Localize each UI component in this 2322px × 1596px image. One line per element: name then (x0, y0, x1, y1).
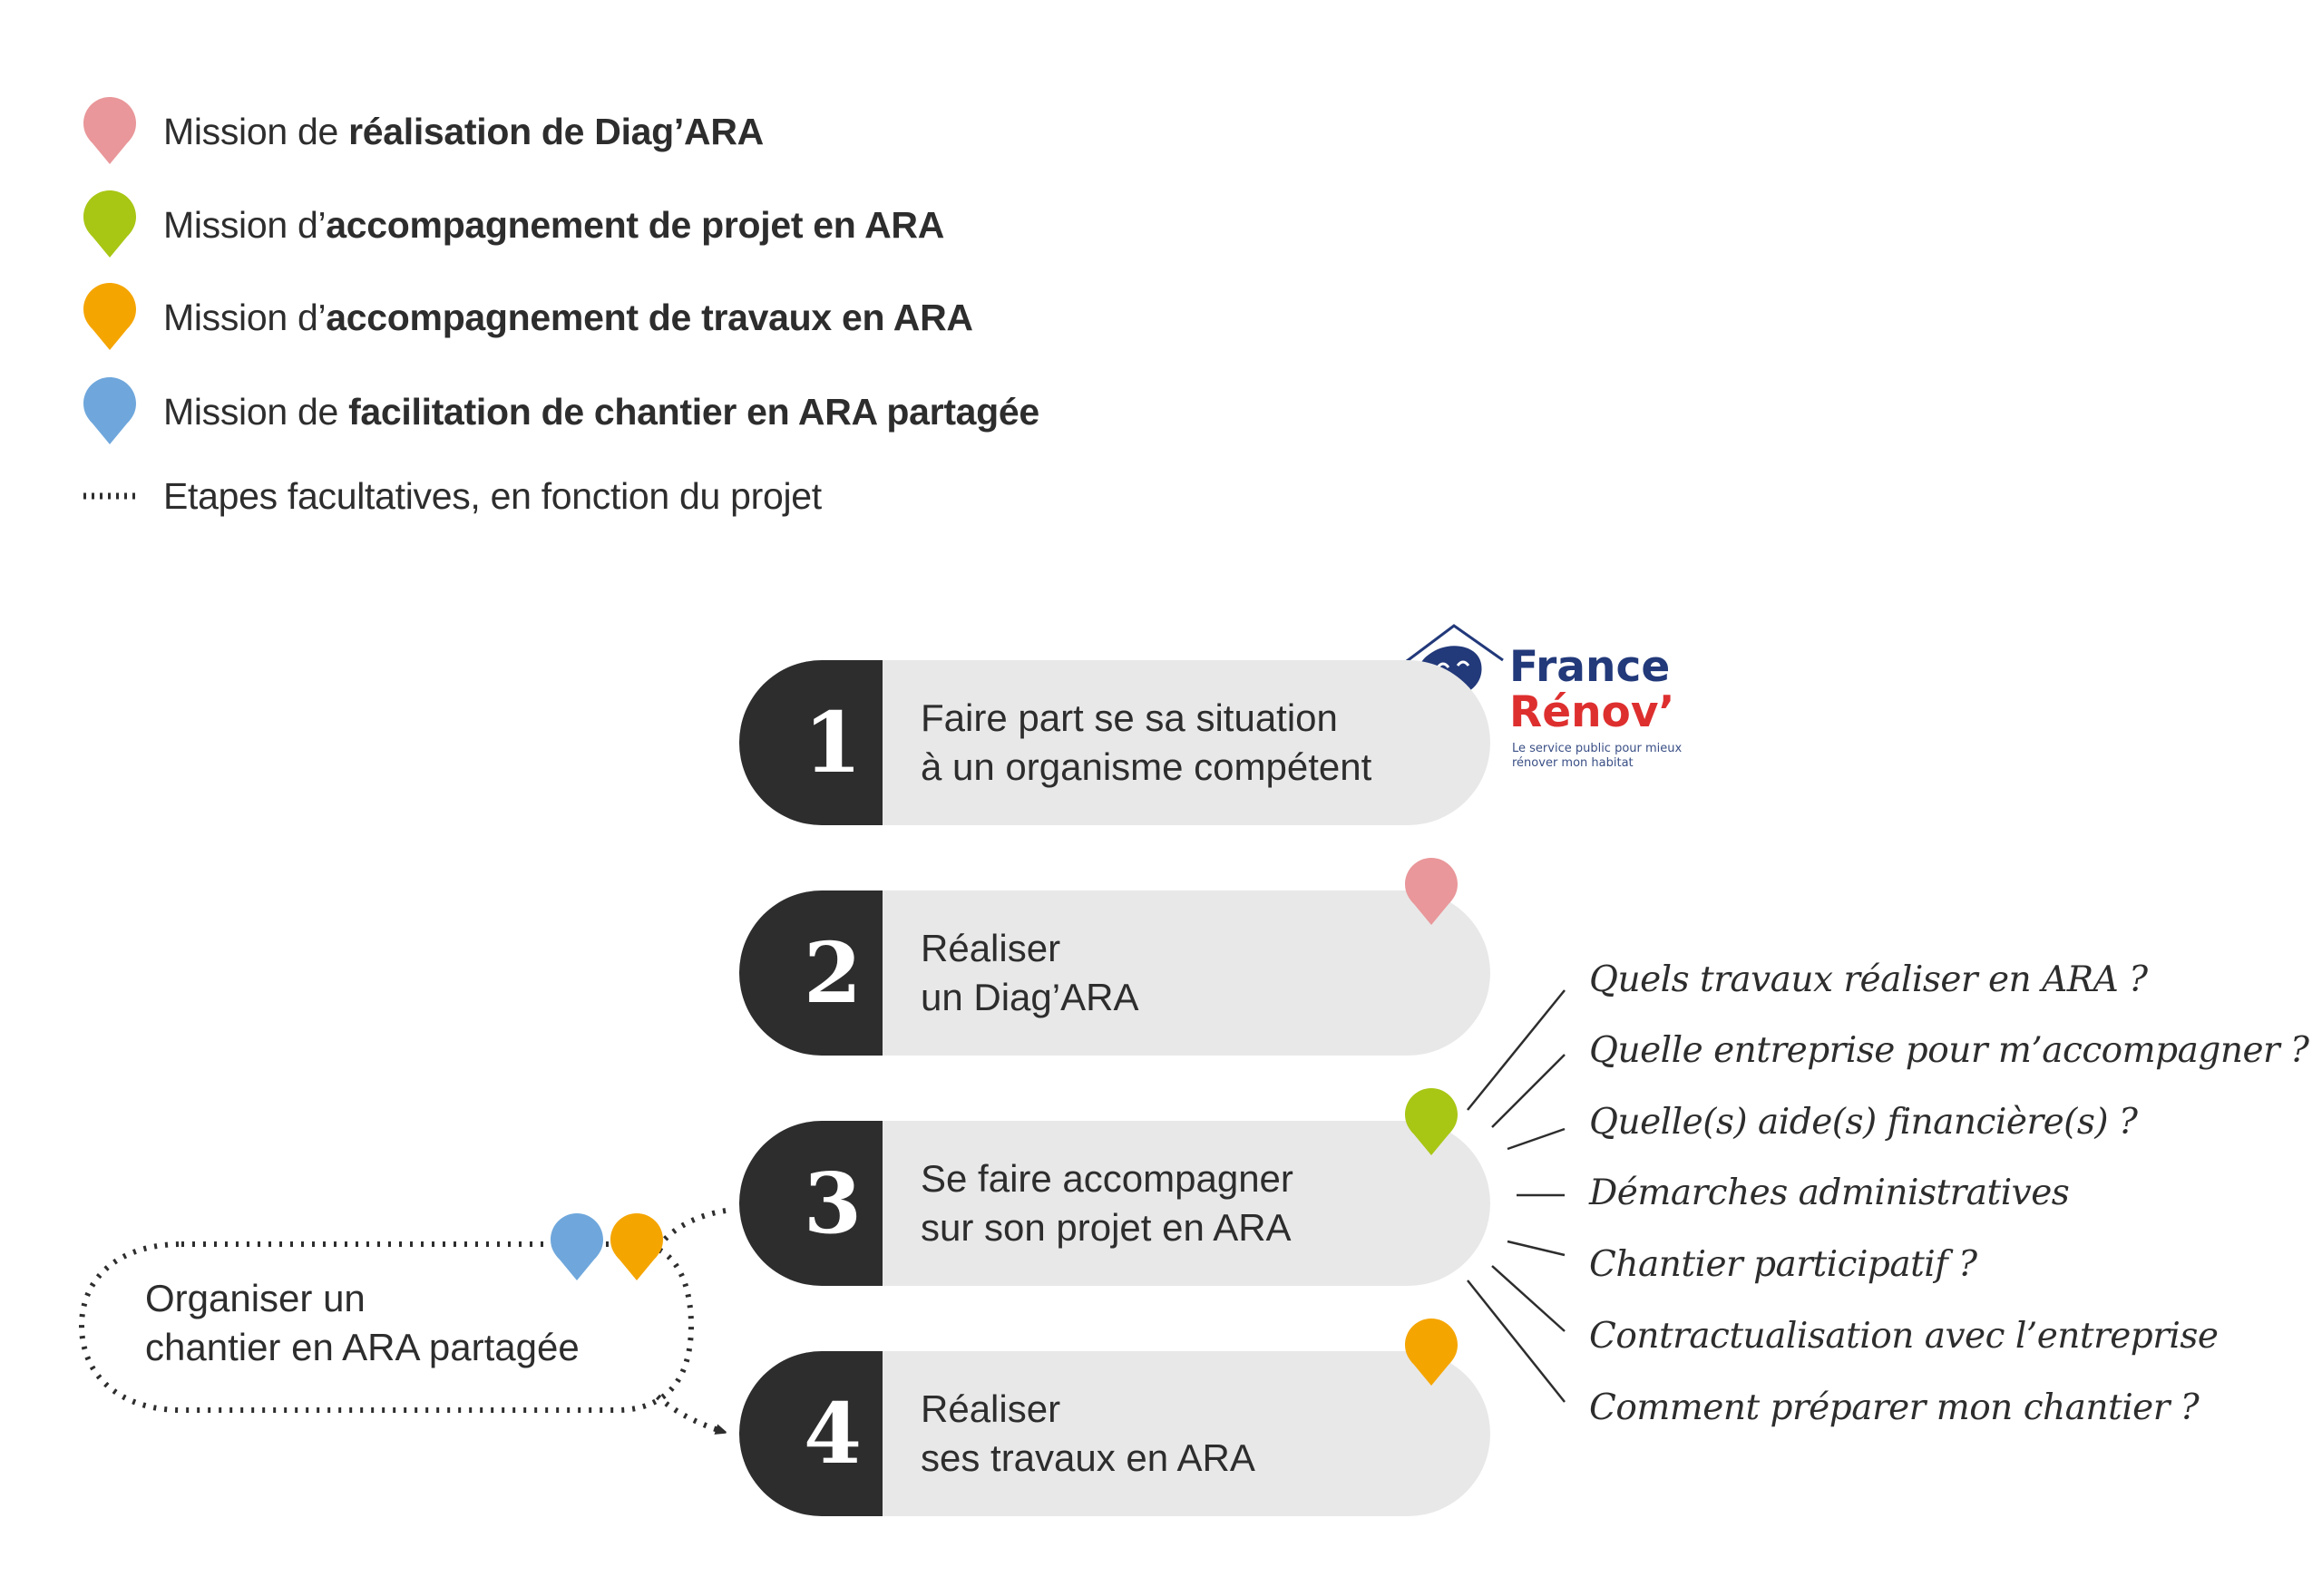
step-number-badge: 3 (739, 1121, 883, 1286)
step-3: 3 Se faire accompagner sur son projet en… (739, 1121, 1490, 1286)
connector-to-step-3 (658, 1208, 727, 1246)
question-item: Démarches administratives (1589, 1173, 2070, 1213)
step-number-badge: 4 (739, 1351, 883, 1516)
step-label: Réaliser un Diag’ARA (921, 927, 1139, 1018)
step-4: 4 Réaliser ses travaux en ARA (739, 1351, 1490, 1516)
logo-tagline: Le service public pour mieux rénover mon… (1512, 742, 1683, 770)
step-label: Réaliser ses travaux en ARA (921, 1387, 1255, 1479)
connector-line (1467, 989, 1566, 1111)
legend-bold: facilitation de chantier en ARA partagée (348, 390, 1039, 433)
question-item: Contractualisation avec l’entreprise (1589, 1316, 2219, 1357)
question-item: Quelle entreprise pour m’accompagner ? (1589, 1030, 2309, 1071)
step-number-badge: 2 (739, 890, 883, 1056)
dotted-line-icon (82, 460, 138, 532)
legend-prefix: Mission d’ (163, 203, 327, 246)
question-item: Quelle(s) aide(s) financière(s) ? (1589, 1102, 2138, 1143)
logo-france-text: France (1509, 642, 1671, 692)
logo-renov-text: Rénov’ (1509, 687, 1675, 737)
question-item: Quels travaux réaliser en ARA ? (1589, 959, 2148, 1000)
connector-line (1491, 1054, 1566, 1128)
blue-pin-icon (551, 1213, 603, 1280)
step-number-badge: 1 (739, 660, 883, 825)
legend-item-facilitation: Mission de facilitation de chantier en A… (82, 375, 1039, 448)
question-item: Chantier participatif ? (1589, 1244, 1977, 1285)
legend-bold: accompagnement de travaux en ARA (326, 296, 973, 338)
legend-item-projet: Mission d’accompagnement de projet en AR… (82, 189, 944, 261)
legend-item-optional: Etapes facultatives, en fonction du proj… (82, 460, 822, 532)
connector-line (1467, 1280, 1566, 1403)
connector-line (1507, 1240, 1566, 1257)
connector-line (1507, 1127, 1566, 1151)
step-label: Faire part se sa situation à un organism… (921, 696, 1372, 788)
legend-prefix: Mission d’ (163, 296, 327, 338)
legend-prefix: Mission de (163, 110, 349, 152)
orange-pin-icon (610, 1213, 663, 1280)
question-item: Comment préparer mon chantier ? (1589, 1387, 2200, 1428)
legend-prefix: Mission de (163, 390, 349, 433)
legend-item-travaux: Mission d’accompagnement de travaux en A… (82, 281, 973, 354)
legend-prefix: Etapes facultatives, en fonction du proj… (163, 474, 822, 517)
step-label: Se faire accompagner sur son projet en A… (921, 1157, 1293, 1249)
step-2: 2 Réaliser un Diag’ARA (739, 890, 1490, 1056)
legend-bold: réalisation de Diag’ARA (348, 110, 764, 152)
legend-item-diag: Mission de réalisation de Diag’ARA (82, 95, 764, 168)
step-1: 1 Faire part se sa situation à un organi… (739, 660, 1490, 825)
connector-line (1491, 1265, 1566, 1332)
legend-bold: accompagnement de projet en ARA (326, 203, 945, 246)
optional-step-label: Organiser un chantier en ARA partagée (145, 1277, 580, 1368)
arrow-to-step-4 (655, 1394, 721, 1431)
